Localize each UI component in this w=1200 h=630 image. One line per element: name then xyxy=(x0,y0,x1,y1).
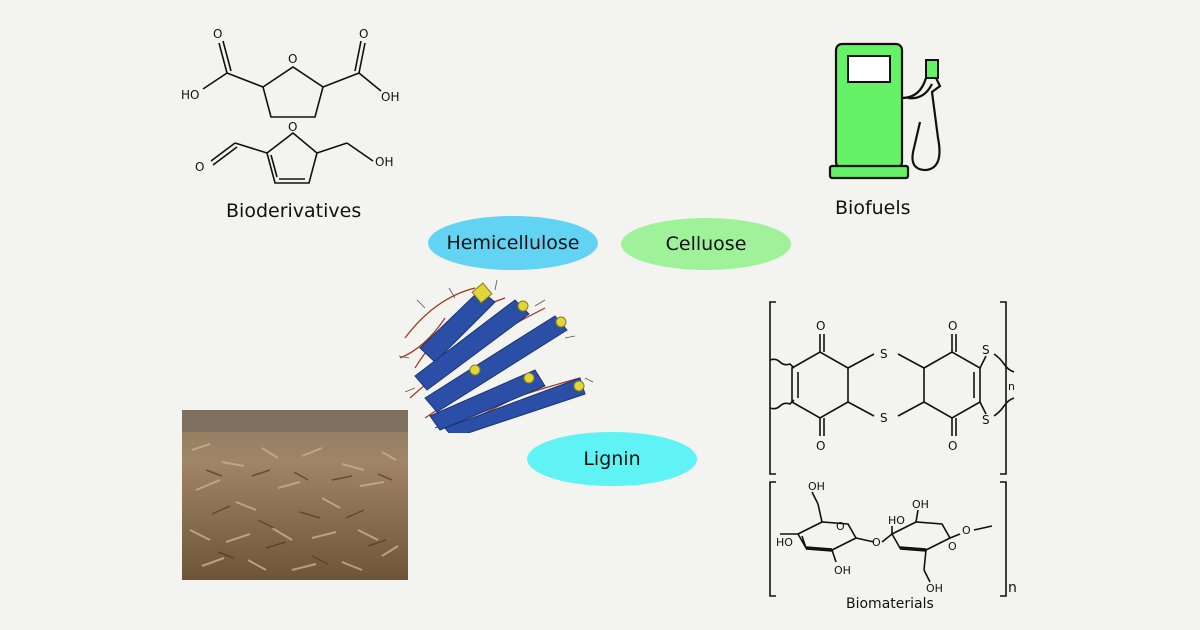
atom-o-left-carbonyl: O xyxy=(213,27,222,41)
lignin-label: Lignin xyxy=(583,448,641,470)
atom-oh-c6-right: OH xyxy=(926,582,943,595)
atom-s-bottom: S xyxy=(880,411,888,425)
atom-o-ring2: O xyxy=(288,120,297,134)
atom-oh-c2-left: OH xyxy=(834,564,851,577)
bioderivatives-molecules: O O HO O OH O O OH xyxy=(181,27,399,184)
atom-o-bottom-left: O xyxy=(816,439,825,453)
atom-ho-left: HO xyxy=(776,536,793,549)
celluose-pill: Celluose xyxy=(621,218,791,270)
atom-o-glycosidic: O xyxy=(872,536,881,549)
hemicellulose-label: Hemicellulose xyxy=(446,232,580,254)
celluose-label: Celluose xyxy=(665,233,747,255)
atom-o-ring-left: O xyxy=(836,520,845,533)
atom-ho-right: HO xyxy=(888,514,905,527)
lignin-pill: Lignin xyxy=(527,432,697,486)
fuel-pump-icon xyxy=(828,42,942,180)
atom-ho-left: HO xyxy=(181,88,199,102)
atom-s-top: S xyxy=(880,347,888,361)
atom-s-right-bottom: S xyxy=(982,413,990,427)
bioderivatives-caption: Bioderivatives xyxy=(226,200,362,222)
repeat-n-cellulose: n xyxy=(1008,580,1017,596)
poly-quinone-structure: O O O O S S S S n xyxy=(769,301,1015,475)
atom-oh-right: OH xyxy=(381,90,399,104)
cellulose-structure: OH O HO OH O HO OH O OH O xyxy=(769,480,1007,597)
repeat-n-top: n xyxy=(1008,380,1015,393)
biomaterials-caption: Biomaterials xyxy=(846,596,934,612)
wood-chips-photo xyxy=(182,410,408,580)
atom-o-top-right: O xyxy=(948,319,957,333)
atom-s-right-top: S xyxy=(982,343,990,357)
atom-o-right-carbonyl: O xyxy=(359,27,368,41)
atom-o-ring1: O xyxy=(288,52,297,66)
biofuels-caption: Biofuels xyxy=(835,197,911,219)
atom-o-terminal: O xyxy=(962,524,971,537)
atom-oh-c3-right: OH xyxy=(912,498,929,511)
atom-oh-c6-left: OH xyxy=(808,480,825,493)
atom-o-aldehyde: O xyxy=(195,160,204,174)
lignocellulose-fiber-illustration xyxy=(398,279,594,433)
atom-o-top-left: O xyxy=(816,319,825,333)
atom-oh-hmf: OH xyxy=(375,155,393,169)
atom-o-ring-right: O xyxy=(948,540,957,553)
hemicellulose-pill: Hemicellulose xyxy=(428,216,598,270)
atom-o-bottom-right: O xyxy=(948,439,957,453)
